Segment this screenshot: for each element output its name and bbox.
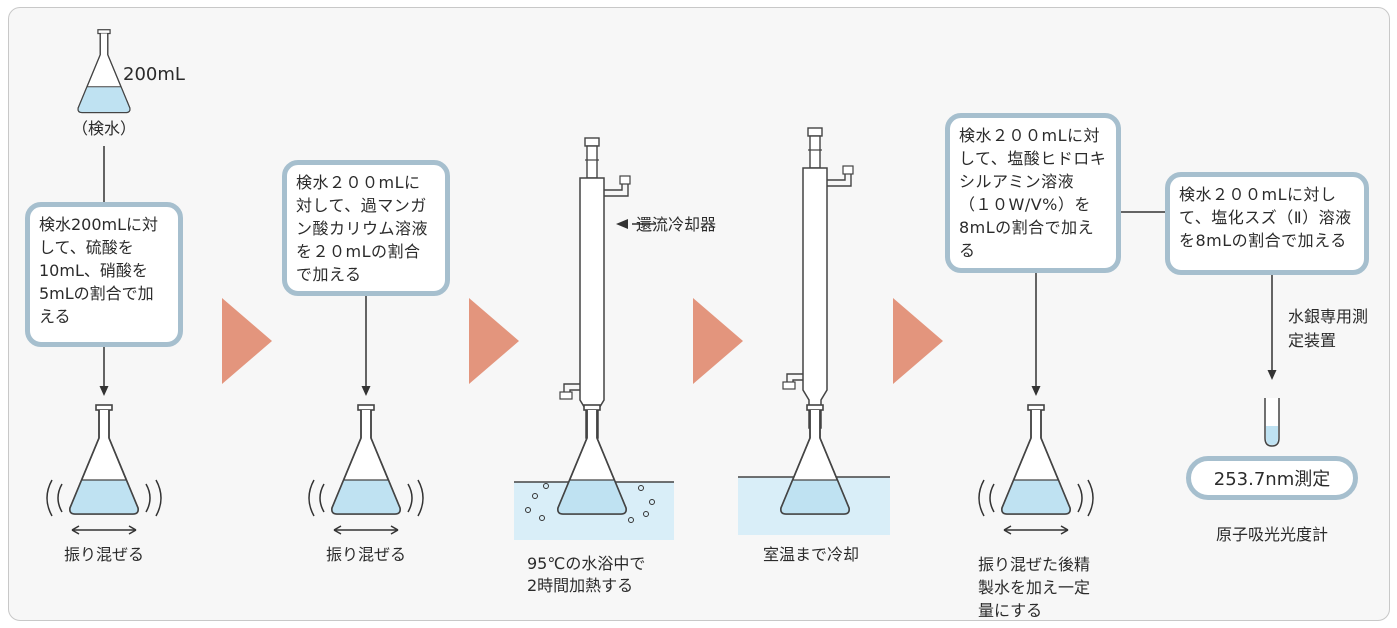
process-arrow-4 <box>893 298 943 384</box>
reflux-condenser <box>559 137 631 439</box>
flask-volume-label: 200mL <box>123 64 185 85</box>
step4-caption: 室温まで冷却 <box>762 545 860 564</box>
step6-caption: 原子吸光光度計 <box>1215 525 1329 544</box>
step2-arrow-head <box>361 386 371 396</box>
step1-arrow-head <box>99 386 109 396</box>
step3-flask <box>557 404 627 515</box>
step5-instruction-box: 検水２００mLに対して、塩酸ヒドロキシルアミン溶液（１０W/V%）を8mLの割合… <box>945 113 1121 273</box>
step2-instruction-box: 検水２００mLに対して、過マンガン酸カリウム溶液を２０mLの割合で加える <box>282 160 450 296</box>
step1-flask <box>69 404 139 515</box>
bubble <box>638 485 644 491</box>
test-tube-liquid <box>1266 426 1278 445</box>
step2-caption: 振り混ぜる <box>325 545 407 564</box>
step6-instruction-box: 検水２００mLに対して、塩化スズ（Ⅱ）溶液を8mLの割合で加える <box>1165 172 1369 275</box>
device-label: 水銀専用測定装置 <box>1288 307 1369 350</box>
process-arrow-1 <box>222 298 272 384</box>
bubble <box>628 517 634 523</box>
bubble <box>649 499 655 505</box>
step5-flask <box>1001 404 1071 515</box>
step1-caption: 振り混ぜる <box>63 545 145 564</box>
step1-instruction-box: 検水200mLに対して、硫酸を10mL、硝酸を5mLの割合で加える <box>25 202 183 347</box>
step2-flask <box>331 404 401 515</box>
reflux-condenser-2 <box>782 127 854 429</box>
condenser-label: 還流冷却器 <box>636 215 717 234</box>
step3-caption: 95℃の水浴中で2時間加熱する <box>527 554 646 595</box>
bubble <box>525 507 531 513</box>
bubble <box>543 483 549 489</box>
process-arrow-2 <box>469 298 519 384</box>
bubble <box>539 515 545 521</box>
sample-label: （検水） <box>71 119 137 138</box>
step6-arrow-head <box>1267 370 1277 380</box>
process-arrow-3 <box>693 298 743 384</box>
step4-flask <box>780 404 850 515</box>
condenser-pointer-head <box>616 219 628 229</box>
measurement-pill: 253.7nm測定 <box>1186 456 1358 500</box>
bubble <box>643 511 649 517</box>
step5-arrow-head <box>1031 386 1041 396</box>
step5-caption: 振り混ぜた後精製水を加え一定量にする <box>978 555 1091 620</box>
bubble <box>532 493 538 499</box>
